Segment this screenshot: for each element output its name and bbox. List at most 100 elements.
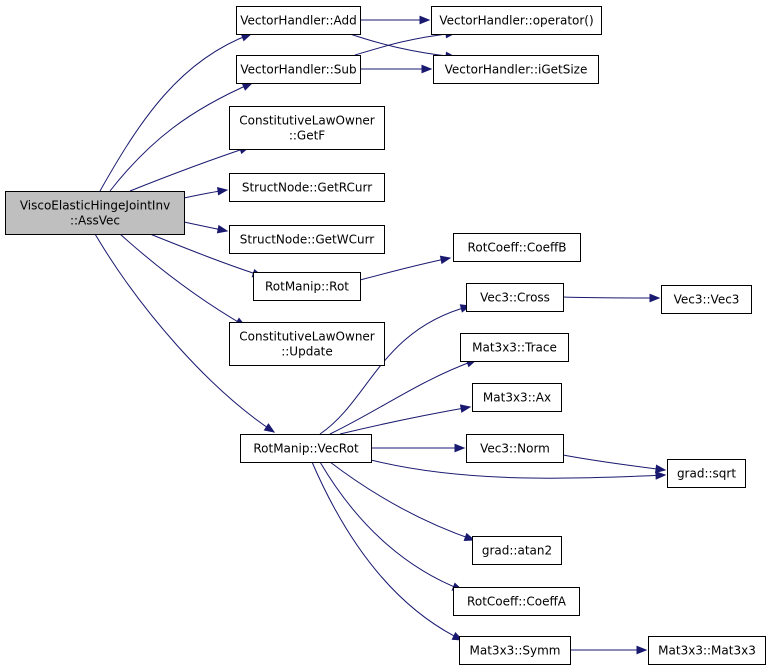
edge-line xyxy=(562,296,660,299)
edge-rm-vecrot-to-m-trace xyxy=(329,359,478,435)
edge-line xyxy=(349,33,456,58)
nodes-layer: ViscoElasticHingeJointInv::AssVec VectorH… xyxy=(5,6,766,665)
edge-v3-norm-to-g-sqrt xyxy=(562,454,667,474)
node-label: ViscoElasticHingeJointInv xyxy=(20,199,170,213)
node-clo-getf[interactable]: ConstitutiveLawOwner::GetF xyxy=(229,106,385,150)
node-label: grad::sqrt xyxy=(677,467,736,481)
edge-line xyxy=(562,454,666,471)
node-box xyxy=(229,173,385,202)
arrow-head-icon xyxy=(459,404,472,413)
node-box xyxy=(433,55,599,84)
node-m-mat3x3[interactable]: Mat3x3::Mat3x3 xyxy=(648,636,766,665)
node-box xyxy=(431,6,602,35)
edge-root-to-clo-upd xyxy=(119,233,247,327)
node-label: Mat3x3::Mat3x3 xyxy=(658,644,756,658)
node-label: StructNode::GetRCurr xyxy=(242,181,372,195)
edge-vh-add-to-vh-op xyxy=(359,15,431,25)
node-label: Mat3x3::Ax xyxy=(483,391,551,405)
node-v3-norm[interactable]: Vec3::Norm xyxy=(466,434,564,463)
node-label: VectorHandler::Add xyxy=(240,14,357,28)
arrow-head-icon xyxy=(463,532,476,542)
edge-root-to-sn-w xyxy=(183,221,229,234)
node-label: Vec3::Vec3 xyxy=(674,293,740,307)
arrow-head-icon xyxy=(217,186,229,196)
node-vh-sub[interactable]: VectorHandler::Sub xyxy=(236,55,361,84)
node-label: RotManip::Rot xyxy=(265,280,349,294)
node-box xyxy=(472,383,562,412)
edge-root-to-sn-r xyxy=(183,186,229,199)
node-sn-r[interactable]: StructNode::GetRCurr xyxy=(229,173,385,202)
node-vh-size[interactable]: VectorHandler::iGetSize xyxy=(433,55,599,84)
node-root[interactable]: ViscoElasticHingeJointInv::AssVec xyxy=(5,191,185,235)
node-box xyxy=(240,434,372,463)
node-box xyxy=(459,636,571,665)
edge-vh-sub-to-vh-size xyxy=(360,64,433,74)
node-vh-add[interactable]: VectorHandler::Add xyxy=(236,6,361,35)
arrow-head-icon xyxy=(655,464,667,474)
node-label: Vec3::Cross xyxy=(480,291,550,305)
node-box xyxy=(236,55,361,84)
node-box xyxy=(661,285,752,314)
arrow-head-icon xyxy=(419,15,431,25)
node-sn-w[interactable]: StructNode::GetWCurr xyxy=(229,225,385,254)
node-box xyxy=(466,434,564,463)
node-label: Vec3::Norm xyxy=(480,442,550,456)
node-label: ConstitutiveLawOwner xyxy=(239,114,375,128)
node-g-atan2[interactable]: grad::atan2 xyxy=(472,536,562,565)
arrow-head-icon xyxy=(649,293,661,303)
edge-rm-vecrot-to-v3-norm xyxy=(371,443,466,453)
node-label: Mat3x3::Trace xyxy=(472,341,557,355)
edge-line xyxy=(359,257,451,281)
edge-line xyxy=(109,82,253,192)
node-g-sqrt[interactable]: grad::sqrt xyxy=(667,459,746,488)
node-box xyxy=(5,191,185,235)
node-label: ::AssVec xyxy=(70,214,120,228)
node-label: RotCoeff::CoeffB xyxy=(468,241,567,255)
node-rc-b[interactable]: RotCoeff::CoeffB xyxy=(453,233,581,262)
node-box xyxy=(229,225,385,254)
edge-line xyxy=(354,32,456,56)
edge-rm-vecrot-to-m-ax xyxy=(339,404,472,435)
node-m-trace[interactable]: Mat3x3::Trace xyxy=(460,333,569,362)
edge-line xyxy=(329,461,475,541)
node-label: ::Update xyxy=(281,345,333,359)
edge-line xyxy=(329,359,477,435)
node-m-symm[interactable]: Mat3x3::Symm xyxy=(459,636,571,665)
edge-line xyxy=(311,461,463,641)
arrow-head-icon xyxy=(421,64,433,74)
node-box xyxy=(453,233,581,262)
arrow-head-icon xyxy=(216,224,229,234)
node-label: ::GetF xyxy=(289,129,325,143)
arrow-head-icon xyxy=(655,471,667,480)
arrow-head-icon xyxy=(636,645,648,655)
edge-line xyxy=(319,305,471,435)
arrow-head-icon xyxy=(439,255,452,265)
edge-rm-vecrot-to-g-sqrt xyxy=(370,459,667,480)
node-box xyxy=(460,333,569,362)
node-box xyxy=(648,636,766,665)
edge-root-to-rm-vecrot xyxy=(94,233,276,433)
edges-layer xyxy=(94,15,667,655)
node-label: VectorHandler::operator() xyxy=(439,14,593,28)
node-rm-rot[interactable]: RotManip::Rot xyxy=(253,272,361,301)
node-box xyxy=(229,106,385,150)
node-label: ConstitutiveLawOwner xyxy=(239,330,375,344)
node-v3-vec3[interactable]: Vec3::Vec3 xyxy=(661,285,752,314)
edge-line xyxy=(119,233,246,327)
edge-line xyxy=(129,146,250,192)
node-box xyxy=(229,322,385,366)
node-v3-cross[interactable]: Vec3::Cross xyxy=(466,283,564,312)
node-label: RotManip::VecRot xyxy=(253,442,359,456)
edge-line xyxy=(370,459,666,479)
arrow-head-icon xyxy=(263,423,276,433)
node-rm-vecrot[interactable]: RotManip::VecRot xyxy=(240,434,372,463)
node-vh-op[interactable]: VectorHandler::operator() xyxy=(431,6,602,35)
node-box xyxy=(453,587,580,616)
node-rc-a[interactable]: RotCoeff::CoeffA xyxy=(453,587,580,616)
edge-m-symm-to-m-mat3x3 xyxy=(569,645,648,655)
node-clo-upd[interactable]: ConstitutiveLawOwner::Update xyxy=(229,322,385,366)
node-m-ax[interactable]: Mat3x3::Ax xyxy=(472,383,562,412)
edge-rm-rot-to-rc-b xyxy=(359,255,452,281)
arrow-head-icon xyxy=(241,82,254,91)
